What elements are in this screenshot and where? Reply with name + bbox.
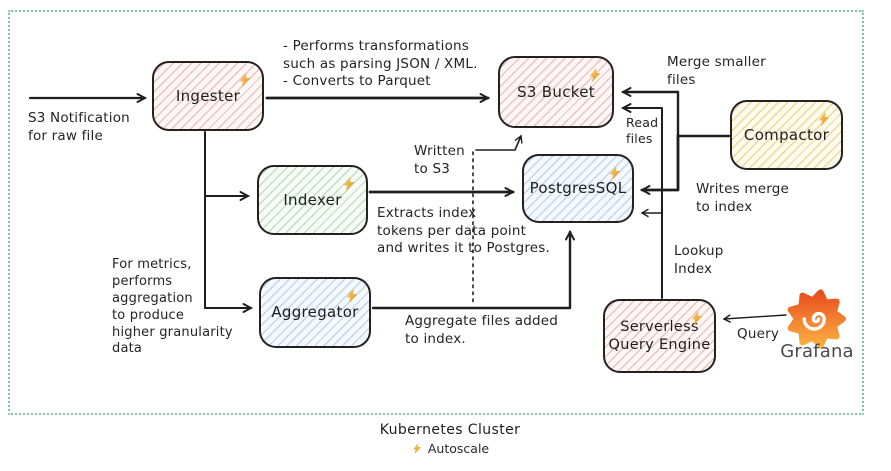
label-read-files: Read files (626, 115, 659, 147)
legend-autoscale-label: Autoscale (427, 441, 490, 456)
edge-compactor-to-postgres (639, 133, 680, 195)
edge-aggregator-to-postgres (371, 229, 575, 310)
node-s3-bucket-label: S3 Bucket (517, 82, 595, 101)
node-ingester-label: Ingester (175, 86, 241, 105)
legend-kubernetes-cluster-label: Kubernetes Cluster (379, 422, 521, 438)
node-ingester: Ingester (152, 61, 264, 131)
legend: Kubernetes Cluster Autoscale (330, 422, 570, 456)
edge-written-to-s3-arrow (475, 134, 523, 151)
label-lookup-index: Lookup Index (674, 243, 724, 277)
node-aggregator-label: Aggregator (271, 303, 359, 322)
grafana-wordmark: Grafana (780, 341, 854, 362)
node-indexer-label: Indexer (283, 190, 342, 209)
edge-compactor-to-s3bucket (620, 87, 680, 139)
label-writes-merge-to-index: Writes merge to index (696, 181, 790, 215)
node-postgressql: PostgresSQL (522, 154, 634, 223)
label-for-metrics: For metrics, performs aggregation to pro… (112, 257, 233, 357)
node-compactor: Compactor (730, 100, 843, 170)
node-serverless-query-engine-label: Serverless Query Engine (608, 318, 711, 353)
autoscale-bolt-icon (689, 308, 705, 328)
edge-grafana-to-queryengine (722, 314, 787, 323)
autoscale-bolt-icon (344, 286, 360, 306)
label-merge-smaller-files: Merge smaller files (667, 54, 766, 88)
node-serverless-query-engine: Serverless Query Engine (603, 299, 716, 373)
label-aggregate-files: Aggregate files added to index. (405, 313, 559, 347)
node-postgressql-label: PostgresSQL (529, 179, 627, 198)
node-compactor-label: Compactor (743, 125, 830, 144)
autoscale-bolt-icon (607, 163, 623, 183)
grafana-logo-icon (787, 289, 846, 349)
node-indexer: Indexer (257, 165, 368, 235)
autoscale-bolt-icon (341, 174, 357, 194)
edge-queryengine-to-s3bucket (620, 103, 663, 299)
node-s3-bucket: S3 Bucket (498, 56, 614, 128)
autoscale-bolt-icon (237, 70, 253, 90)
label-query: Query (737, 326, 780, 342)
label-s3-notification: S3 Notification for raw file (28, 110, 130, 144)
node-aggregator: Aggregator (259, 277, 371, 348)
autoscale-bolt-icon (411, 441, 423, 456)
label-extracts-index: Extracts index tokens per data point and… (377, 205, 551, 257)
label-written-to-s3: Written to S3 (414, 143, 465, 177)
autoscale-bolt-icon (816, 109, 832, 129)
label-transformations: - Performs transformations such as parsi… (283, 38, 478, 90)
autoscale-bolt-icon (587, 65, 603, 85)
